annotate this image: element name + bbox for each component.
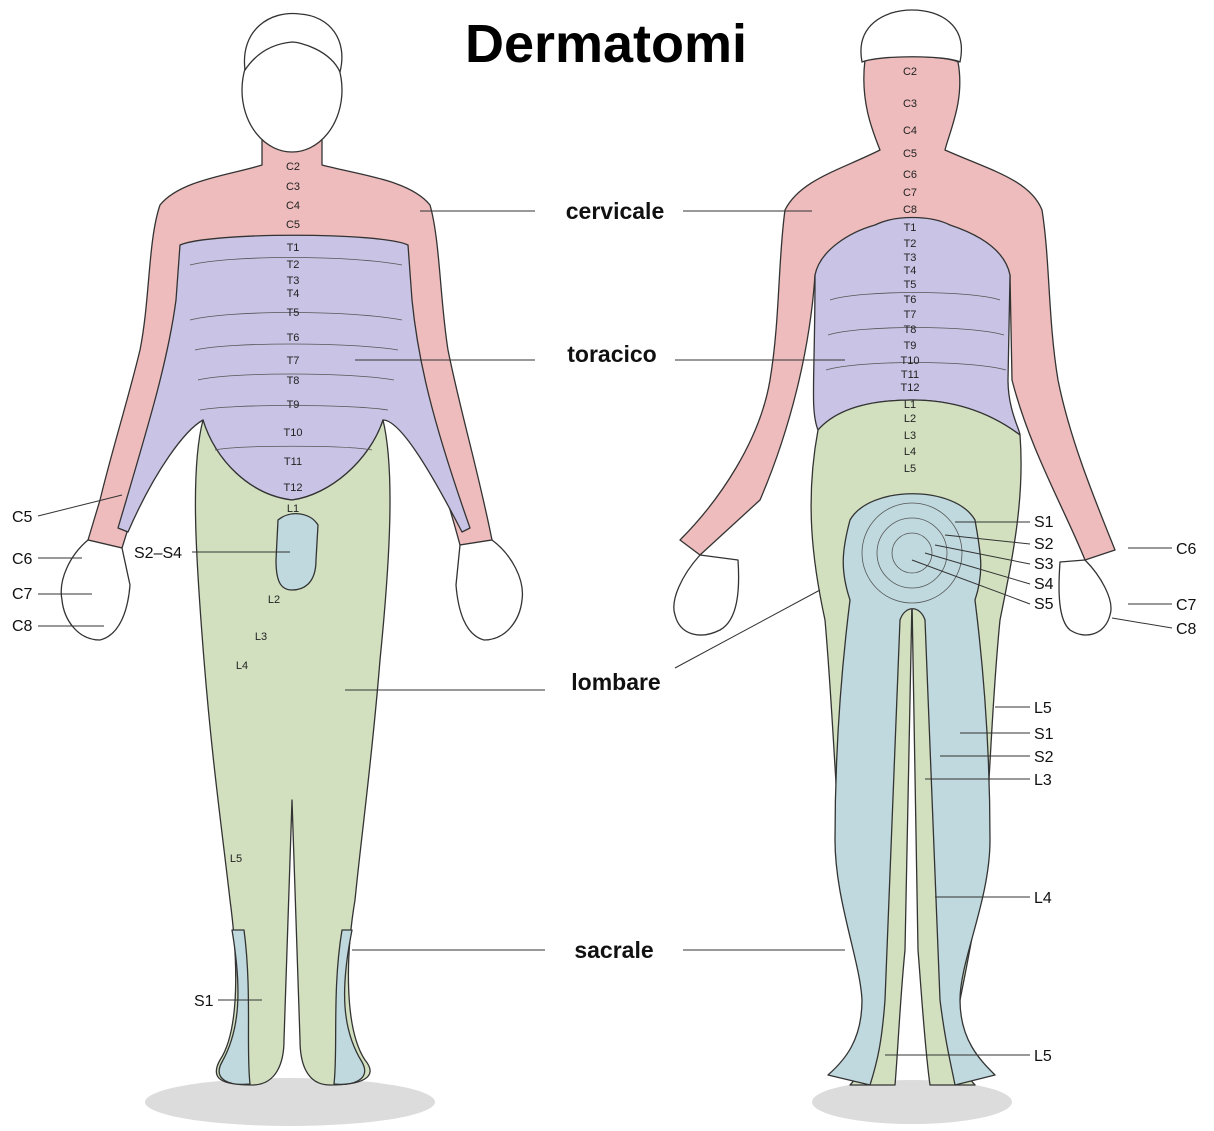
back-side-label: S5 <box>1034 596 1054 613</box>
back-seg-label: C5 <box>903 148 917 160</box>
front-ground-shadow <box>145 1078 435 1126</box>
front-seg-label: C4 <box>286 200 300 212</box>
back-seg-label: T1 <box>904 222 917 234</box>
back-seg-label: T6 <box>904 294 917 306</box>
back-seg-label: L5 <box>904 463 916 475</box>
front-seg-label: C5 <box>286 219 300 231</box>
back-side-label: L5 <box>1034 700 1052 717</box>
back-right-hand <box>1059 560 1111 635</box>
front-seg-label: T10 <box>284 427 303 439</box>
front-seg-label: T4 <box>287 288 300 300</box>
front-seg-label: C3 <box>286 181 300 193</box>
region-label-lumbar: lombare <box>571 669 660 695</box>
back-seg-label: T8 <box>904 324 917 336</box>
front-leg-label: L4 <box>236 660 248 672</box>
back-side-label: L5 <box>1034 1048 1052 1065</box>
back-side-label: C7 <box>1176 597 1197 614</box>
front-leg-label: L3 <box>255 631 267 643</box>
front-seg-label: T7 <box>287 355 300 367</box>
back-side-label: S2 <box>1034 749 1054 766</box>
front-seg-label: T5 <box>287 307 300 319</box>
back-sacral-region <box>828 494 995 1085</box>
back-seg-label: T12 <box>901 382 920 394</box>
front-side-label: C8 <box>12 618 33 635</box>
front-seg-label: T2 <box>287 259 300 271</box>
front-seg-label: C2 <box>286 161 300 173</box>
back-seg-label: T4 <box>904 265 917 277</box>
back-side-label: S1 <box>1034 726 1054 743</box>
region-label-thoracic: toracico <box>567 341 656 367</box>
front-seg-label: T1 <box>287 242 300 254</box>
back-side-label: S2 <box>1034 536 1054 553</box>
front-leg-label: L2 <box>268 594 280 606</box>
back-seg-label: C2 <box>903 66 917 78</box>
back-seg-label: T11 <box>901 369 919 381</box>
front-side-label: C5 <box>12 509 33 526</box>
back-seg-label: C8 <box>903 204 917 216</box>
back-seg-label: T2 <box>904 238 917 250</box>
back-side-label: L3 <box>1034 772 1052 789</box>
back-seg-label: T10 <box>901 355 920 367</box>
back-seg-label: T9 <box>904 340 917 352</box>
back-seg-label: T3 <box>904 252 917 264</box>
front-side-label: C7 <box>12 586 33 603</box>
front-side-label: S2–S4 <box>134 545 182 562</box>
back-ground-shadow <box>812 1080 1012 1124</box>
front-leg-label: L5 <box>230 853 242 865</box>
back-side-label: S1 <box>1034 514 1054 531</box>
front-seg-label: L1 <box>287 503 299 515</box>
back-left-hand <box>674 555 739 635</box>
front-left-hand <box>61 540 130 640</box>
back-side-label: S3 <box>1034 556 1054 573</box>
back-side-label: C8 <box>1176 621 1197 638</box>
front-side-label: C6 <box>12 551 33 568</box>
front-seg-label: T6 <box>287 332 300 344</box>
back-seg-label: L1 <box>904 399 916 411</box>
front-seg-label: T11 <box>284 456 302 468</box>
back-seg-label: C7 <box>903 187 917 199</box>
back-seg-label: L4 <box>904 446 916 458</box>
back-seg-label: T5 <box>904 279 917 291</box>
front-seg-label: T9 <box>287 399 300 411</box>
front-seg-label: T8 <box>287 375 300 387</box>
back-seg-label: C4 <box>903 125 917 137</box>
back-seg-label: C3 <box>903 98 917 110</box>
front-right-hand <box>456 540 522 640</box>
front-side-label: S1 <box>194 993 214 1010</box>
back-seg-label: L3 <box>904 430 916 442</box>
back-side-label: S4 <box>1034 576 1054 593</box>
back-seg-label: C6 <box>903 169 917 181</box>
front-seg-label: T12 <box>284 482 303 494</box>
region-label-sacral: sacrale <box>574 937 653 963</box>
region-label-cervical: cervicale <box>566 198 664 224</box>
back-side-label: C6 <box>1176 541 1197 558</box>
back-head <box>861 10 961 62</box>
front-seg-label: T3 <box>287 275 300 287</box>
back-seg-label: L2 <box>904 413 916 425</box>
back-side-label: L4 <box>1034 890 1052 907</box>
diagram-title: Dermatomi <box>465 14 747 74</box>
back-seg-label: T7 <box>904 309 917 321</box>
